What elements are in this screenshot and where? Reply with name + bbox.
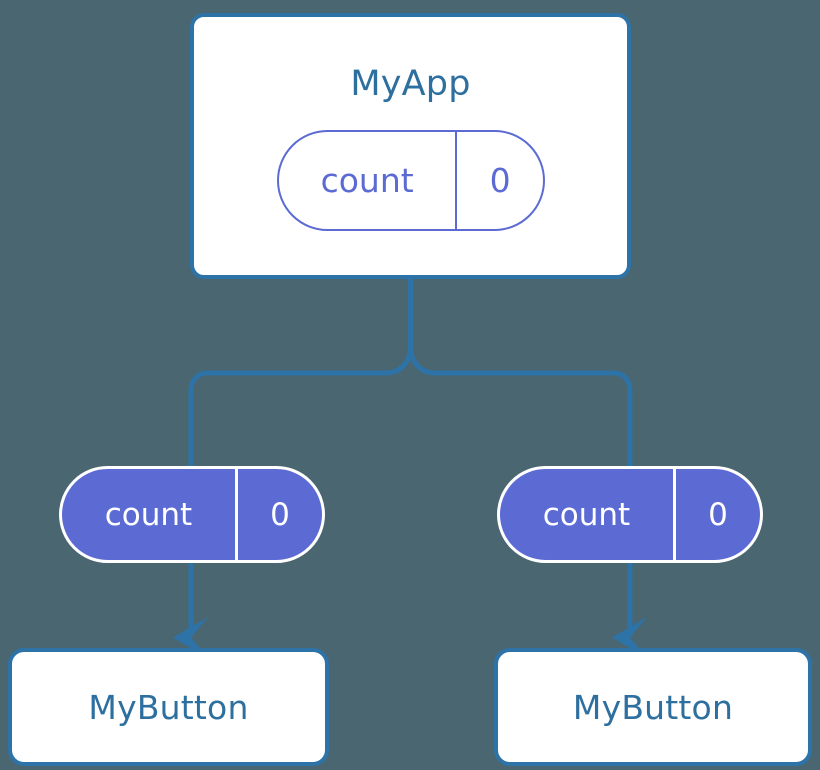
- component-title-mybutton-right: MyButton: [572, 687, 734, 727]
- component-box-mybutton-right[interactable]: MyButton: [494, 648, 812, 766]
- state-pill-key: count: [320, 161, 414, 200]
- component-title-mybutton-left: MyButton: [88, 687, 249, 727]
- props-pill-value: 0: [234, 469, 322, 560]
- props-pill-right-count[interactable]: count 0: [497, 466, 763, 563]
- props-pill-key: count: [542, 496, 631, 533]
- props-pill-left-count[interactable]: count 0: [59, 466, 325, 563]
- component-title-myapp: MyApp: [350, 64, 471, 104]
- wire-split-left: [188, 344, 413, 466]
- props-pill-key: count: [104, 496, 193, 533]
- state-pill-myapp-count[interactable]: count 0: [277, 130, 545, 231]
- state-pill-value: 0: [455, 132, 543, 229]
- wire-split-right: [408, 344, 633, 466]
- component-box-mybutton-left[interactable]: MyButton: [8, 648, 329, 766]
- props-pill-value: 0: [672, 469, 760, 560]
